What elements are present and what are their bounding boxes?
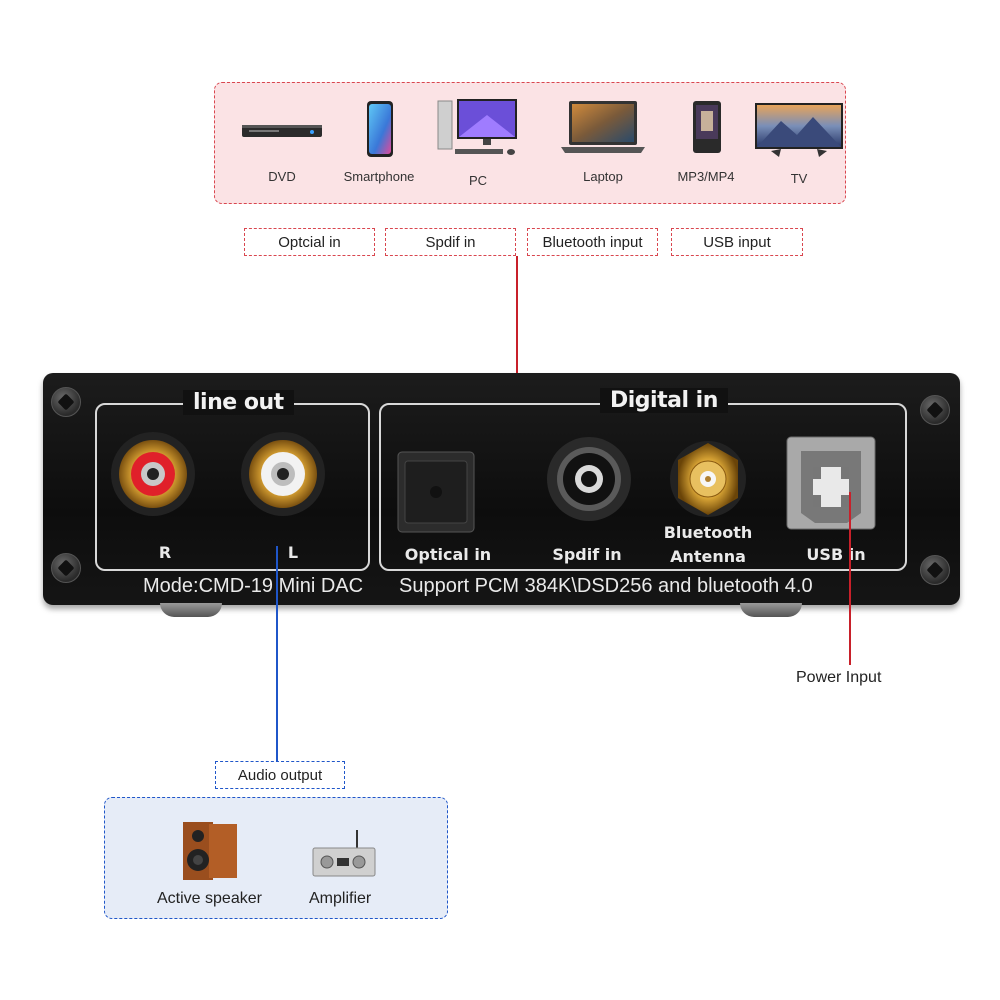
pc-icon xyxy=(437,99,517,155)
output-label-amplifier: Amplifier xyxy=(309,890,372,907)
panel-foot xyxy=(160,603,222,617)
device-mp3: MP3/MP4 xyxy=(656,97,756,197)
usb-in-label: USB in xyxy=(806,545,866,564)
support-text: Support PCM 384K\DSD256 and bluetooth 4.… xyxy=(399,575,813,597)
input-connector-line xyxy=(516,256,518,402)
power-connector-line xyxy=(849,492,851,665)
device-label: DVD xyxy=(268,169,296,184)
line-out-title: line out xyxy=(183,390,294,415)
device-label: PC xyxy=(468,173,488,188)
spdif-port xyxy=(547,437,631,521)
device-label: Laptop xyxy=(583,169,623,184)
screw-icon xyxy=(920,555,950,585)
device-smartphone: Smartphone xyxy=(329,97,429,197)
device-dvd: DVD xyxy=(232,97,332,197)
panel-foot xyxy=(740,603,802,617)
dac-rear-panel: line out R L Digital in xyxy=(43,373,960,605)
audio-connector-line xyxy=(276,546,278,761)
device-tv: TV xyxy=(749,97,849,197)
audio-output-label: Audio output xyxy=(215,761,345,789)
mp3-player-icon xyxy=(693,101,721,153)
audio-outputs-box: Active speaker Amplifier xyxy=(104,797,448,919)
antenna-label: Antenna xyxy=(670,547,746,566)
screw-icon xyxy=(920,395,950,425)
device-label: MP3/MP4 xyxy=(677,169,735,184)
tv-icon xyxy=(755,103,843,157)
speaker-icon xyxy=(183,822,237,880)
smartphone-icon xyxy=(367,101,393,157)
optical-in-label: Optical in xyxy=(404,545,492,564)
rca-right-label: R xyxy=(158,543,172,562)
source-devices-box: DVD Smartphone PC xyxy=(214,82,846,204)
spdif-in-label: Spdif in xyxy=(552,545,622,564)
optical-port xyxy=(397,451,475,533)
power-input-label: Power Input xyxy=(796,669,882,686)
input-label-optical: Optcial in xyxy=(244,228,375,256)
rca-left-jack xyxy=(241,432,325,516)
device-label: Smartphone xyxy=(343,169,415,184)
device-label: TV xyxy=(790,171,808,186)
bluetooth-antenna-port xyxy=(670,441,746,517)
dvd-player-icon xyxy=(242,125,322,137)
input-label-spdif: Spdif in xyxy=(385,228,516,256)
laptop-icon xyxy=(561,101,645,153)
usb-b-port xyxy=(786,436,876,530)
amplifier-icon xyxy=(312,830,376,877)
bluetooth-label: Bluetooth xyxy=(663,523,753,542)
digital-in-title: Digital in xyxy=(600,388,728,413)
rca-right-jack xyxy=(111,432,195,516)
screw-icon xyxy=(51,553,81,583)
model-text: Mode:CMD-19 Mini DAC xyxy=(143,575,364,597)
device-pc: PC xyxy=(428,97,528,197)
output-label-speaker: Active speaker xyxy=(157,890,262,907)
input-label-bluetooth: Bluetooth input xyxy=(527,228,658,256)
screw-icon xyxy=(51,387,81,417)
rca-left-label: L xyxy=(287,543,299,562)
input-label-usb: USB input xyxy=(671,228,803,256)
device-laptop: Laptop xyxy=(553,97,653,197)
